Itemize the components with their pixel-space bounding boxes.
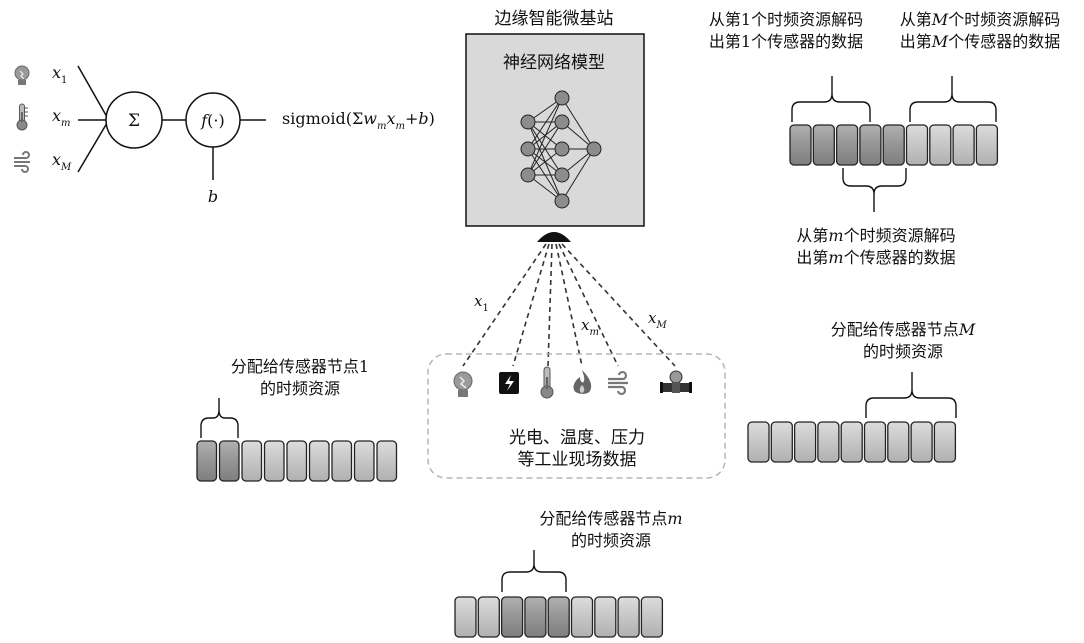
resource-block [863, 421, 887, 463]
input-label-m: xm [52, 106, 71, 129]
neural-model-box [465, 33, 645, 227]
link-label-m: xm [581, 316, 599, 338]
resource-block [218, 440, 240, 482]
bracket-decode-m [842, 168, 907, 212]
resource-block [286, 440, 308, 482]
allocation-nodeM-line1: 分配给传感器节点M [831, 320, 976, 339]
nodeM-block-row [747, 421, 957, 463]
neural-network-graph [520, 90, 602, 209]
bracket-decode-M [909, 76, 997, 122]
input-line-1 [77, 65, 108, 118]
neural-model-label: 神经网络模型 [503, 53, 605, 73]
decode-right-line2: 出第M个传感器的数据 [900, 32, 1060, 51]
resource-block [817, 421, 840, 463]
bracket-decode-1 [791, 76, 871, 122]
resource-block [747, 421, 770, 463]
resource-block [793, 421, 817, 463]
sum-symbol: Σ [128, 111, 140, 131]
resource-block [353, 440, 375, 482]
lightbulb-icon [453, 371, 473, 397]
decode-left-line1: 从第1个时频资源解码 [709, 10, 863, 29]
input-label-1: x1 [52, 63, 67, 86]
resource-block [308, 440, 330, 482]
pressure-gauge-icon [660, 370, 692, 393]
decode-left-line2: 出第1个传感器的数据 [709, 32, 863, 51]
bias-label: b [208, 187, 218, 206]
resource-block [196, 440, 218, 482]
base-station: 边缘智能微基站 神经网络模型 [465, 9, 645, 242]
link-label-1: x1 [474, 292, 489, 314]
allocation-nodeM: 分配给传感器节点M 的时频资源 [747, 320, 976, 463]
resource-block [812, 124, 835, 166]
bracket-node1 [200, 398, 239, 438]
output-formula: sigmoid(Σwmxm+b) [282, 109, 435, 132]
resource-block [547, 596, 570, 638]
resource-block [770, 421, 793, 463]
activation-label: f(·) [200, 111, 225, 130]
neuron-diagram: x1 xm xM Σ f(·) b sigmoid(Σwmxm+b) [14, 63, 435, 206]
input-line-M [77, 122, 108, 173]
resource-block [835, 124, 859, 166]
resource-block [617, 596, 640, 638]
decode-right-line1: 从第M个时频资源解码 [900, 10, 1060, 29]
decode-block-row [789, 124, 999, 166]
node1-block-row [196, 440, 398, 482]
resource-block [594, 596, 617, 638]
resource-block [929, 124, 952, 166]
allocation-nodem-line2: 的时频资源 [571, 531, 651, 550]
resource-block [952, 124, 975, 166]
sensor-caption-line2: 等工业现场数据 [518, 450, 637, 470]
resource-block [789, 124, 812, 166]
resource-block [241, 440, 263, 482]
resource-block [975, 124, 999, 166]
antenna-icon [537, 232, 571, 242]
resource-block [524, 596, 547, 638]
resource-block [887, 421, 910, 463]
thermometer-icon [540, 366, 554, 399]
decode-middle-line2: 出第m个传感器的数据 [796, 248, 955, 267]
resource-block [263, 440, 285, 482]
resource-block [859, 124, 882, 166]
allocation-nodeM-line2: 的时频资源 [863, 342, 943, 361]
resource-block [882, 124, 905, 166]
allocation-node1-line2: 的时频资源 [260, 379, 340, 398]
resource-block [376, 440, 398, 482]
resource-block [905, 124, 929, 166]
thermometer-icon [16, 103, 28, 131]
resource-block [640, 596, 664, 638]
resource-block [570, 596, 594, 638]
sensor-field-border [427, 353, 726, 479]
lightbulb-icon [14, 65, 30, 85]
wind-icon [608, 370, 628, 396]
base-station-title: 边缘智能微基站 [495, 9, 614, 29]
allocation-nodem: 分配给传感器节点m 的时频资源 [454, 509, 683, 638]
resource-block [840, 421, 863, 463]
link-label-M: xM [648, 309, 667, 331]
bracket-nodem [501, 550, 567, 592]
power-icon [499, 372, 519, 394]
allocation-node1: 分配给传感器节点1 的时频资源 [196, 357, 398, 482]
wind-icon [14, 151, 30, 173]
sensor-field: 光电、温度、压力 等工业现场数据 [427, 353, 726, 479]
input-label-M: xM [52, 150, 72, 173]
resource-block [331, 440, 353, 482]
wireless-links [462, 243, 676, 367]
allocation-node1-line1: 分配给传感器节点1 [231, 357, 369, 376]
resource-block [500, 596, 524, 638]
resource-block [477, 596, 500, 638]
resource-block [454, 596, 477, 638]
resource-block [910, 421, 933, 463]
decode-panel: 从第1个时频资源解码 出第1个传感器的数据 从第M个时频资源解码 出第M个传感器… [709, 10, 1060, 267]
nodem-block-row [454, 596, 664, 638]
sensor-caption-line1: 光电、温度、压力 [509, 428, 645, 448]
resource-block [933, 421, 957, 463]
bracket-nodeM [865, 372, 957, 418]
flame-icon [573, 370, 592, 394]
decode-middle-line1: 从第m个时频资源解码 [796, 226, 955, 245]
allocation-nodem-line1: 分配给传感器节点m [539, 509, 682, 528]
